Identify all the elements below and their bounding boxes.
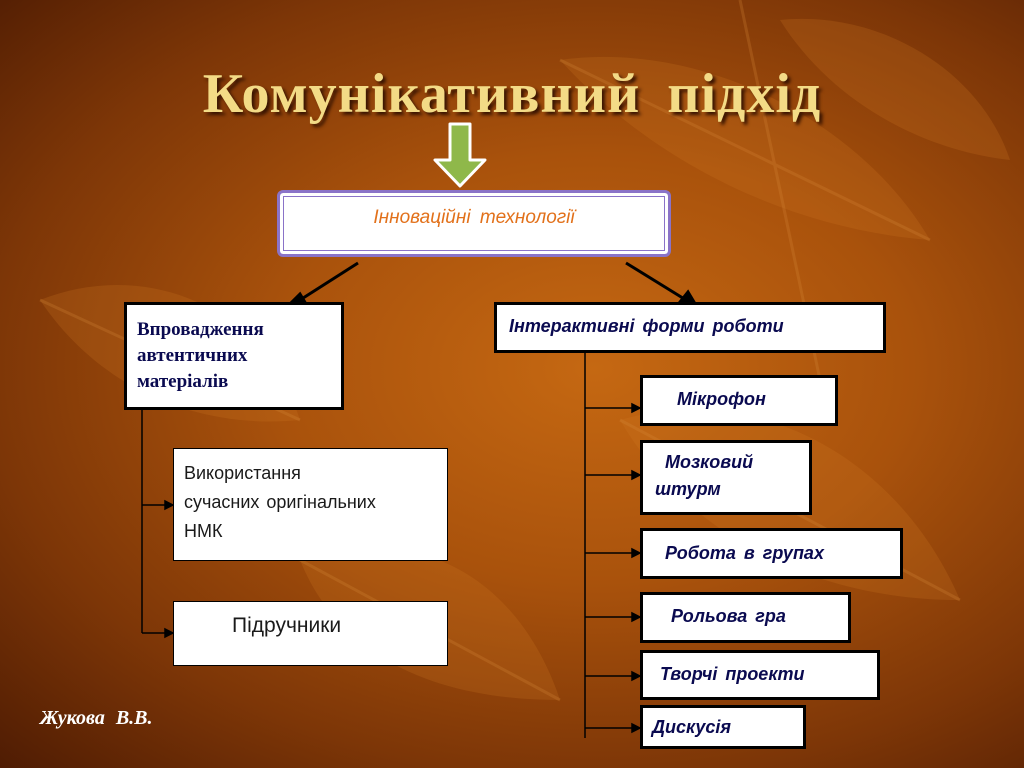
branch-box-authentic-materials: Впровадження автентичних матеріалів: [124, 302, 344, 410]
arrow-to-authentic: [299, 261, 359, 302]
item-label-creative-projects: Творчі проекти: [660, 664, 805, 684]
item-box-role-play: Рольова гра: [640, 592, 851, 643]
arrow-to-interactive: [625, 261, 687, 302]
branch-label-interactive: Інтерактивні форми роботи: [509, 316, 784, 336]
item-box-textbooks: Підручники: [173, 601, 448, 666]
item-box-microphone: Мікрофон: [640, 375, 838, 426]
root-box-innovative-technologies: Інноваційні технології: [277, 190, 671, 257]
author-signature: Жукова В.В.: [40, 707, 153, 729]
item-box-discussion: Дискусія: [640, 705, 806, 749]
item-box-brainstorm: Мозковий штурм: [640, 440, 812, 515]
item-label-textbooks: Підручники: [232, 614, 342, 637]
item-label-brainstorm: Мозковий штурм: [655, 452, 754, 499]
item-box-group-work: Робота в групах: [640, 528, 903, 579]
slide-title: Комунікативний підхід: [202, 63, 822, 125]
arrowhead-interactive: [676, 289, 697, 304]
down-arrow-icon: [433, 122, 487, 188]
root-box-label: Інноваційні технології: [373, 207, 575, 228]
item-box-modern-nmk: Використання сучасних оригінальних НМК: [173, 448, 448, 561]
item-label-modern-nmk: Використання сучасних оригінальних НМК: [184, 463, 376, 541]
branch-box-interactive-forms: Інтерактивні форми роботи: [494, 302, 886, 353]
item-label-role-play: Рольова гра: [671, 606, 786, 626]
item-label-group-work: Робота в групах: [665, 543, 824, 563]
branch-label-authentic: Впровадження автентичних матеріалів: [137, 319, 264, 392]
item-label-microphone: Мікрофон: [677, 389, 766, 409]
item-label-discussion: Дискусія: [652, 717, 731, 737]
item-box-creative-projects: Творчі проекти: [640, 650, 880, 700]
